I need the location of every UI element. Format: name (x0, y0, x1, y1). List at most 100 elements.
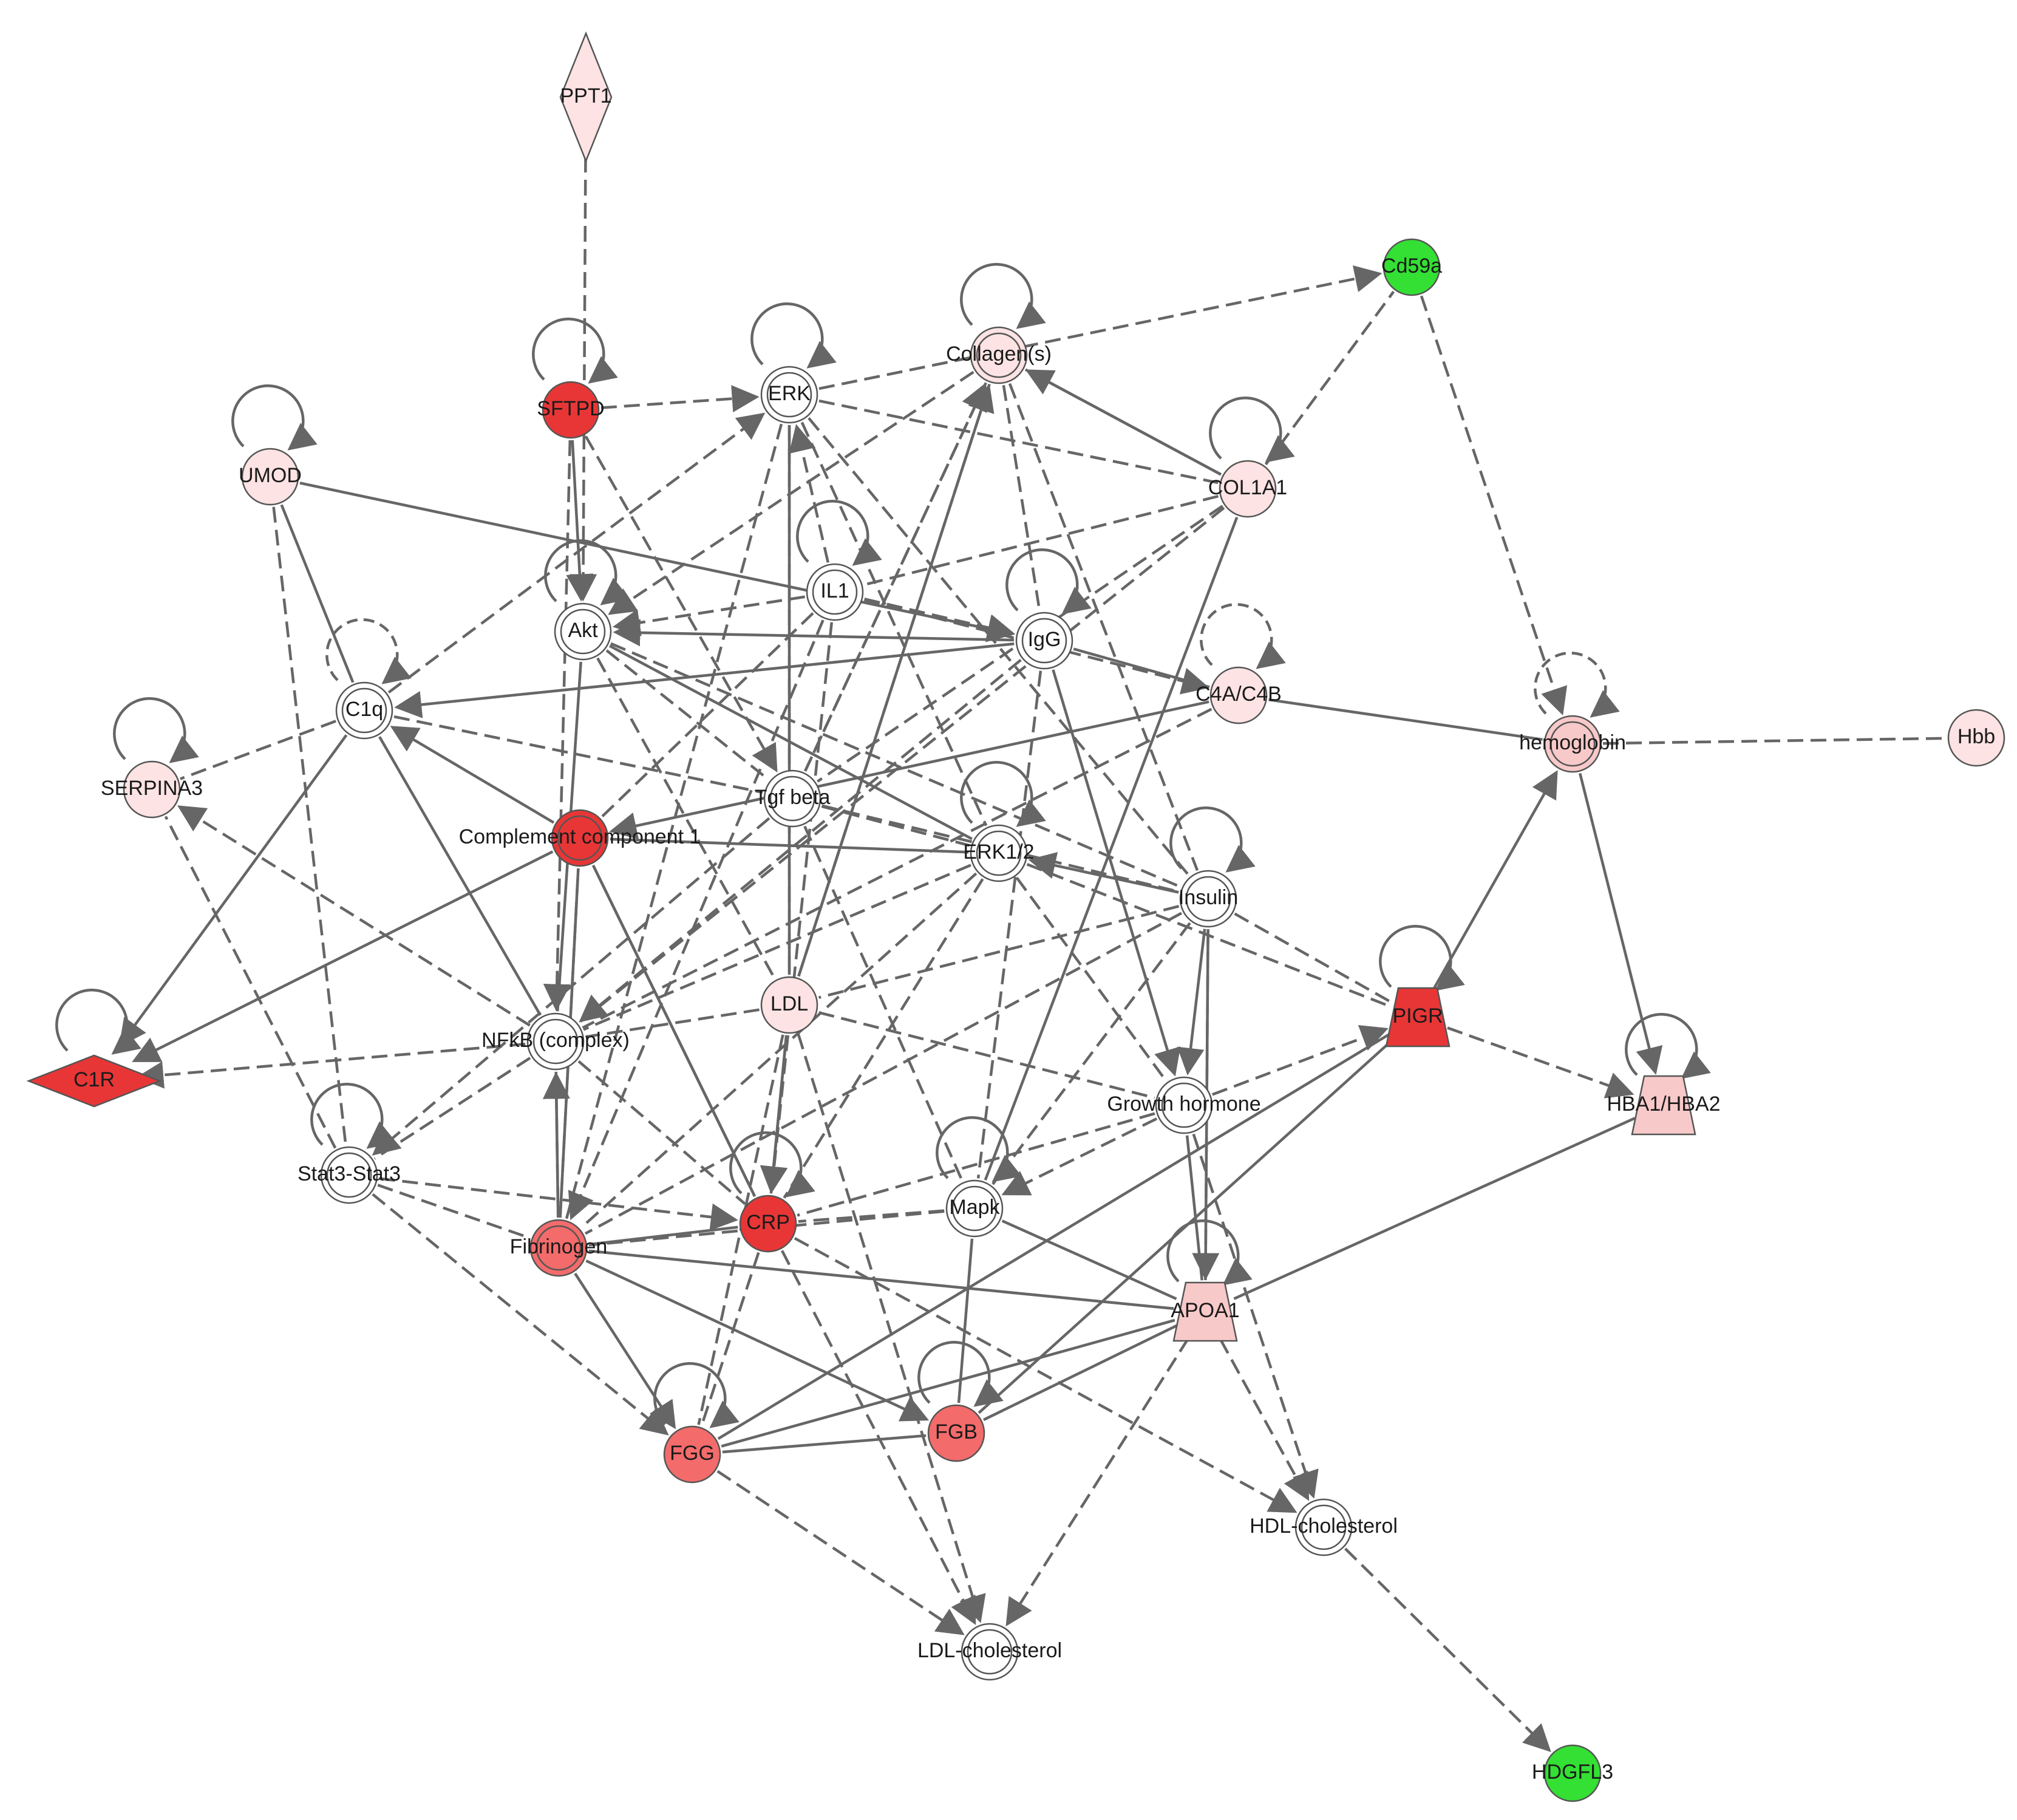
node-circle (1209, 666, 1268, 724)
node-complement1[interactable]: Complement component 1 (459, 809, 701, 867)
node-col1a1[interactable]: COL1A1 (1208, 460, 1287, 518)
node-igg[interactable]: IgG (1015, 612, 1073, 670)
edge-UMOD-Stat3 (272, 506, 347, 1145)
node-ppt1[interactable]: PPT1 (559, 31, 613, 163)
node-circle (1155, 1076, 1213, 1134)
edge-IgG-Mapk (976, 670, 1043, 1179)
edge-ERK12-CRP (783, 878, 984, 1199)
edge-C1q-NFkB (378, 736, 542, 1016)
node-hdgfl3[interactable]: HDGFL3 (1532, 1744, 1613, 1802)
node-erk[interactable]: ERK (760, 366, 818, 424)
node-cd59a[interactable]: Cd59a (1381, 238, 1442, 296)
node-c4ac4b[interactable]: C4A/C4B (1196, 666, 1282, 724)
node-il1[interactable]: IL1 (806, 563, 864, 621)
edge-Complement1-C1q (390, 726, 555, 824)
node-diamond (26, 1054, 162, 1108)
node-circle (927, 1404, 985, 1462)
edge-Stat3-Fibrinogen (377, 1184, 531, 1239)
edge-NFkB-C1R (136, 1043, 526, 1089)
node-label: APOA1 (1171, 1299, 1239, 1322)
edge-SFTPD-Tgfbeta (584, 435, 778, 773)
node-circle (1543, 1744, 1602, 1802)
node-label: FGG (670, 1442, 715, 1465)
node-ldl[interactable]: LDL (760, 976, 818, 1034)
edge-C1q-C1R (118, 734, 348, 1047)
node-inner-ring (326, 1152, 372, 1198)
self-loop-APOA1 (1166, 1219, 1253, 1286)
node-hbb[interactable]: Hbb (1947, 709, 2005, 767)
node-inner-ring (1549, 721, 1596, 767)
node-label: hemoglobin (1519, 731, 1626, 754)
self-loop-ERK12 (960, 761, 1046, 827)
node-c1q[interactable]: C1q (335, 681, 393, 740)
edge-Akt-ERK12 (609, 644, 973, 840)
edge-C4AC4B-hemoglobin (1268, 698, 1543, 741)
node-circle (551, 809, 609, 867)
node-apoa1[interactable]: APOA1 (1171, 1281, 1240, 1342)
node-fgg[interactable]: FGG (663, 1425, 721, 1484)
node-inner-ring (341, 687, 387, 734)
edge-COL1A1-Cd59a (1264, 290, 1395, 466)
node-circle (1383, 238, 1441, 296)
node-crp[interactable]: CRP (739, 1195, 797, 1253)
node-label: LDL-cholesterol (917, 1639, 1062, 1662)
node-label: Cd59a (1381, 254, 1442, 278)
edge-ERK12-GrowthHormone (1015, 876, 1168, 1082)
node-serpina3[interactable]: SERPINA3 (101, 760, 203, 819)
node-inner-ring (967, 1629, 1013, 1675)
edge-GrowthHormone-Mapk (1001, 1117, 1158, 1196)
edge-Mapk-Fibrinogen (588, 1210, 945, 1247)
edge-GrowthHormone-PIGR (1211, 1024, 1389, 1096)
node-insulin[interactable]: Insulin (1179, 870, 1238, 928)
node-hdlchol[interactable]: HDL-cholesterol (1250, 1498, 1398, 1556)
node-inner-ring (536, 1225, 582, 1271)
node-circle (760, 976, 818, 1034)
edge-FGG-LDLchol (716, 1470, 965, 1635)
node-trapezoid (1631, 1075, 1696, 1136)
self-loop-FGG (653, 1362, 740, 1428)
edge-Insulin-GrowthHormone (1177, 929, 1206, 1075)
edge-C4AC4B-Complement1 (609, 700, 1209, 839)
edge-FGG-PIGR (717, 1032, 1392, 1440)
node-nfkb[interactable]: NFkB (complex) (481, 1012, 630, 1071)
node-akt[interactable]: Akt (554, 602, 612, 661)
node-tgfbeta[interactable]: Tgf beta (755, 769, 831, 828)
node-hba[interactable]: HBA1/HBA2 (1607, 1075, 1721, 1136)
self-loop-C1R (55, 989, 141, 1055)
node-pigr[interactable]: PIGR (1385, 987, 1451, 1048)
node-c1r[interactable]: C1R (26, 1054, 162, 1108)
node-circle (1219, 460, 1277, 518)
edge-PIGR-hemoglobin (1432, 770, 1558, 990)
edge-IgG-GrowthHormone (1052, 669, 1181, 1077)
node-inner-ring (1301, 1504, 1347, 1550)
node-umod[interactable]: UMOD (239, 448, 302, 506)
node-hemoglobin[interactable]: hemoglobin (1519, 715, 1626, 773)
node-label: Insulin (1179, 886, 1238, 909)
edge-PIGR-HBA (1447, 1026, 1634, 1099)
node-inner-ring (1185, 876, 1231, 922)
node-collagen[interactable]: Collagen(s) (946, 326, 1052, 384)
edge-C1q-ERK (387, 412, 766, 694)
node-ldlchol[interactable]: LDL-cholesterol (917, 1623, 1062, 1681)
node-mapk[interactable]: Mapk (945, 1179, 1004, 1238)
edge-APOA1-HDLchol (1219, 1338, 1310, 1501)
edge-Collagen-Akt (608, 370, 974, 615)
node-label: ERK (768, 382, 811, 405)
edge-ERK-Cd59a (818, 265, 1383, 390)
self-loop-Stat3 (310, 1083, 396, 1149)
node-label: C1q (345, 698, 383, 721)
node-erk12[interactable]: ERK1/2 (963, 824, 1035, 882)
node-circle (554, 602, 612, 661)
node-sftpd[interactable]: SFTPD (537, 381, 605, 439)
edge-SFTPD-NFkB (543, 440, 572, 1012)
edge-APOA1-LDLchol (1005, 1337, 1190, 1627)
node-label: Collagen(s) (946, 343, 1052, 366)
node-stat3[interactable]: Stat3-Stat3 (298, 1146, 401, 1204)
node-growthhormone[interactable]: Growth hormone (1107, 1076, 1261, 1134)
node-fibrinogen[interactable]: Fibrinogen (510, 1219, 608, 1277)
node-fgb[interactable]: FGB (927, 1404, 985, 1462)
edge-Fibrinogen-APOA1 (588, 1249, 1174, 1310)
node-circle (1543, 715, 1602, 773)
node-circle (529, 1219, 588, 1277)
node-label: SERPINA3 (101, 777, 203, 800)
